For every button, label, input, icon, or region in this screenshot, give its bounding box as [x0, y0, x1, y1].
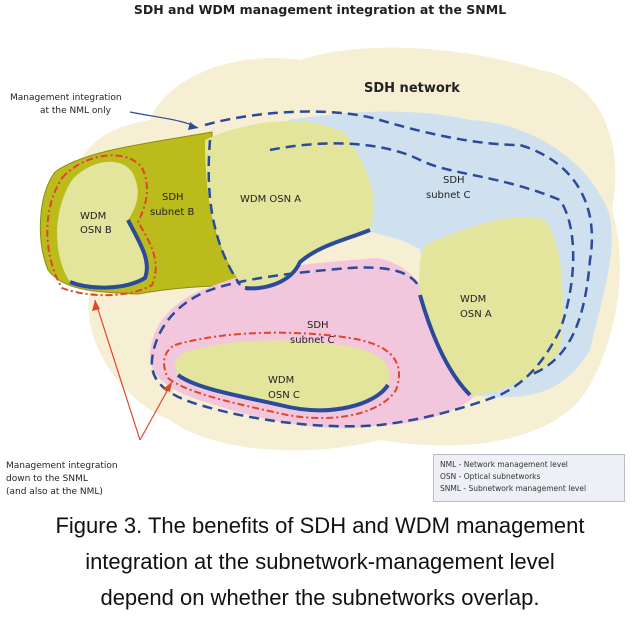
snml-callout-arrow-2	[139, 381, 173, 441]
snml-callout-arrowhead-1	[92, 300, 100, 311]
wdm-osn-a-right-label-2: OSN A	[460, 309, 492, 320]
wdm-osn-b-label-1: WDM	[80, 211, 106, 222]
figure-caption: Figure 3. The benefits of SDH and WDM ma…	[0, 508, 640, 616]
nml-boundary-dashed-2	[150, 142, 575, 428]
sdh-network-label: SDH network	[364, 81, 460, 96]
nml-callout-label-2: at the NML only	[40, 106, 112, 116]
wdm-osn-b-label-2: OSN B	[80, 225, 112, 236]
snml-callout-arrowhead-2	[163, 382, 172, 392]
sdh-subnet-b-label-2: subnet B	[150, 207, 194, 218]
sdh-subnet-c-mid-label-1: SDH	[307, 320, 329, 331]
snml-boundary-osn-b	[46, 154, 157, 297]
wdm-osn-a-right-edge	[418, 294, 472, 397]
caption-line-2: integration at the subnetwork-management…	[85, 549, 555, 574]
nml-boundary-dashed	[204, 110, 594, 377]
wdm-osn-b-edge	[69, 219, 149, 290]
legend-box: NML - Network management level OSN - Opt…	[433, 454, 625, 502]
snml-callout-arrow-1	[94, 299, 141, 441]
wdm-osn-a-right-area	[419, 216, 563, 395]
snml-callout-label-2: down to the SNML	[6, 474, 88, 484]
wdm-osn-c-label-2: OSN C	[268, 390, 300, 401]
legend-item-snml: SNML - Subnetwork management level	[440, 484, 587, 493]
legend-item-osn: OSN - Optical subnetworks	[440, 472, 541, 481]
wdm-osn-a-top-edge	[244, 228, 371, 291]
nml-callout-label-1: Management integration	[10, 93, 122, 103]
snml-boundary-osn-c	[163, 331, 400, 419]
wdm-osn-a-right-label-1: WDM	[460, 294, 486, 305]
sdh-subnet-c-top-label-1: SDH	[443, 175, 465, 186]
wdm-osn-c-edge	[176, 373, 390, 413]
sdh-subnet-c-mid-label-2: subnet C	[290, 335, 334, 346]
legend-item-nml: NML - Network management level	[440, 460, 568, 469]
wdm-osn-a-top-label: WDM OSN A	[240, 194, 301, 205]
nml-boundary-dashed-3	[207, 139, 242, 286]
wdm-osn-a-top-area	[205, 121, 374, 289]
snml-callout-label-1: Management integration	[6, 461, 118, 471]
figure-title: SDH and WDM management integration at th…	[133, 2, 507, 17]
wdm-osn-b-area	[57, 161, 147, 288]
nml-callout-arrowhead	[188, 122, 198, 130]
sdh-subnet-b-label-1: SDH	[162, 192, 184, 203]
wdm-osn-c-label-1: WDM	[268, 375, 294, 386]
snml-callout-label-3: (and also at the NML)	[6, 487, 103, 497]
sdh-subnet-c-top-label-2: subnet C	[426, 190, 470, 201]
caption-line-3: depend on whether the subnetworks overla…	[100, 585, 540, 610]
caption-line-1: Figure 3. The benefits of SDH and WDM ma…	[55, 513, 585, 538]
